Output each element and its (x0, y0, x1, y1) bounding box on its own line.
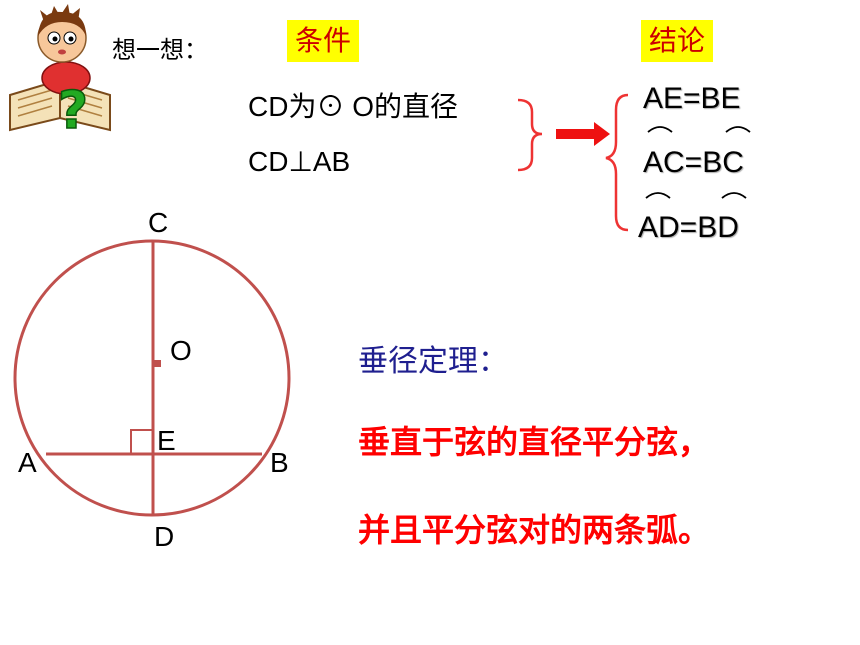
svg-text:?: ? (58, 81, 88, 140)
theorem-line-2: 并且平分弦对的两条弧。 (358, 511, 711, 549)
theorem-line-1: 垂直于弦的直径平分弦， (358, 423, 711, 461)
condition-perpendicular: CD⊥AB (248, 146, 351, 177)
conclusion-tag: 结论 (641, 20, 714, 62)
conclusion-ae-be: AE=BE (643, 82, 741, 115)
point-label-c: C (148, 207, 168, 238)
condition-tag: 条件 (287, 20, 360, 62)
right-angle-mark (130, 429, 154, 455)
point-label-a: A (18, 447, 37, 478)
theorem-title: 垂径定理： (358, 344, 508, 379)
center-point (154, 360, 161, 367)
thinking-boy-book-icon: ? (9, 4, 111, 140)
think-label: 想一想： (112, 36, 208, 64)
condition-diameter: CD为⊙ O的直径 (248, 91, 459, 122)
point-label-e: E (157, 425, 176, 456)
point-label-d: D (154, 521, 174, 552)
conclusion-ad-bd: AD=BD (638, 211, 739, 244)
point-label-o: O (170, 335, 192, 366)
point-label-b: B (270, 447, 289, 478)
conclusion-ac-bc: AC=BC (643, 146, 744, 179)
